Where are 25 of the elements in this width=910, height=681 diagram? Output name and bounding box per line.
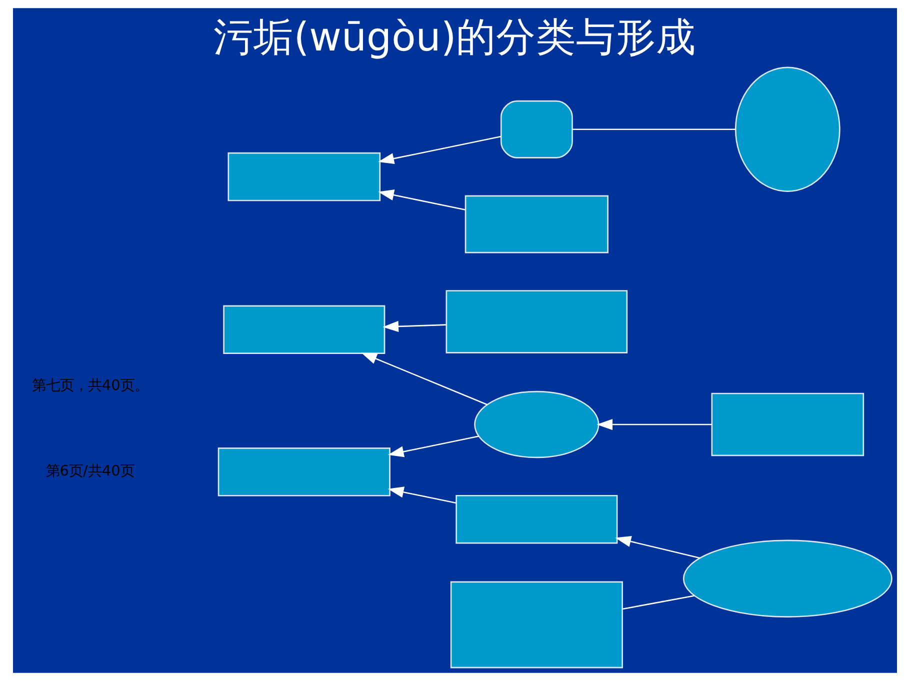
diagram-title: 污垢(wūgòu)的分类与形成 [214,14,696,60]
arrow [615,536,700,559]
node-box [228,152,381,202]
node-box [218,448,390,496]
arrow [388,436,479,458]
arrow [378,190,466,210]
node-box [450,581,623,668]
label: 第6页/共40页 [46,464,134,480]
label: 第七页，共40页。 [32,378,148,394]
node-ellipse [682,540,892,618]
node-box [446,290,628,354]
arrow [382,320,446,332]
arrow [388,486,456,504]
node-box [456,494,618,544]
connector [622,595,694,610]
node-box [464,195,608,254]
node-box [711,392,864,456]
arrow [361,352,488,406]
connector [572,128,736,130]
node-ellipse [734,66,840,192]
arrow [596,418,712,430]
node-box [500,100,573,158]
node-box [223,305,386,354]
node-ellipse [474,390,600,458]
arrow [378,136,502,164]
